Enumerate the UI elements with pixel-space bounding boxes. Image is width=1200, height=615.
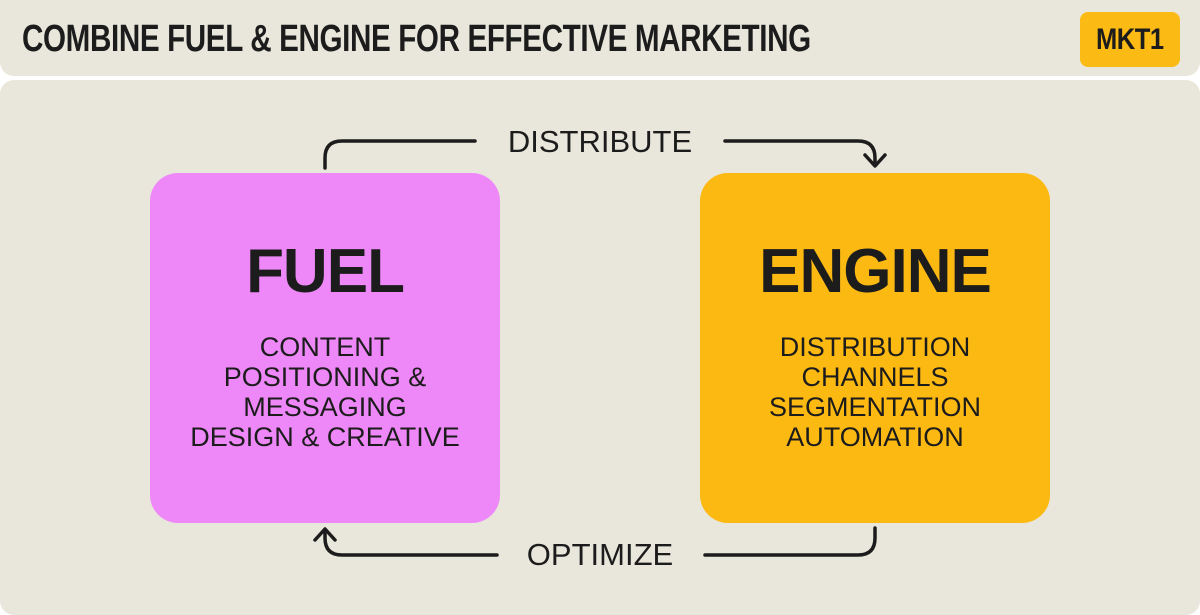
fuel-box: FUEL CONTENT POSITIONING & MESSAGING DES… [150, 173, 500, 523]
distribute-label: DISTRIBUTE [507, 124, 693, 159]
fuel-item: CONTENT [259, 332, 391, 362]
optimize-arrow-right-segment [703, 526, 877, 557]
engine-items-list: DISTRIBUTION CHANNELS SEGMENTATION AUTOM… [769, 332, 981, 452]
distribute-arrow-right-segment [723, 139, 877, 167]
optimize-arrow-left-segment [323, 528, 499, 557]
distribute-arrow-left-segment [323, 139, 477, 170]
engine-title: ENGINE [759, 237, 992, 306]
fuel-title: FUEL [246, 237, 405, 306]
engine-item: CHANNELS [801, 362, 949, 392]
fuel-item: POSITIONING & [223, 362, 427, 392]
optimize-arrowhead-icon [313, 527, 337, 542]
fuel-items-list: CONTENT POSITIONING & MESSAGING DESIGN &… [190, 332, 460, 452]
engine-item: DISTRIBUTION [779, 332, 971, 362]
page-title: COMBINE FUEL & ENGINE FOR EFFECTIVE MARK… [22, 18, 811, 60]
engine-item: SEGMENTATION [768, 392, 981, 422]
engine-box: ENGINE DISTRIBUTION CHANNELS SEGMENTATIO… [700, 173, 1050, 523]
engine-item: AUTOMATION [786, 422, 964, 452]
fuel-item: MESSAGING [243, 392, 407, 422]
header-panel: COMBINE FUEL & ENGINE FOR EFFECTIVE MARK… [0, 0, 1200, 76]
brand-logo: MKT1 [1080, 12, 1180, 67]
fuel-item: DESIGN & CREATIVE [190, 422, 460, 452]
brand-logo-text: MKT1 [1096, 22, 1164, 56]
distribute-arrowhead-icon [863, 153, 887, 168]
optimize-label: OPTIMIZE [526, 537, 674, 572]
